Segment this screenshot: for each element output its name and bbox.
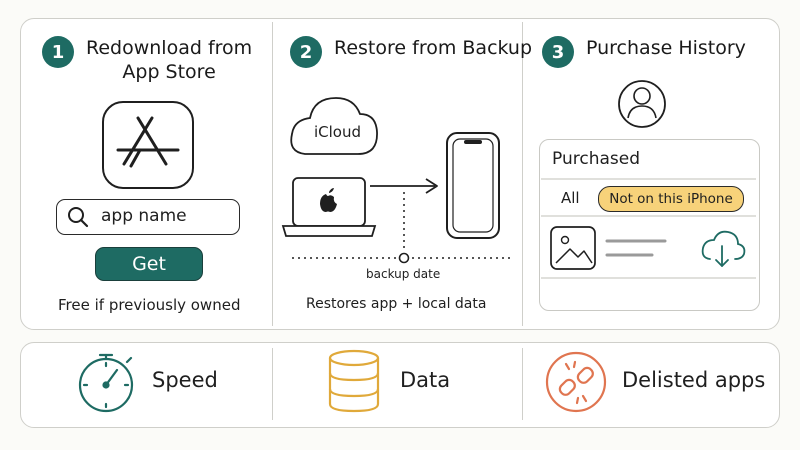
apple-logo-icon	[320, 194, 337, 212]
search-input[interactable]: app name	[56, 199, 240, 235]
search-icon	[68, 207, 89, 228]
step-title: Redownload from App Store	[86, 37, 253, 83]
step-1-caption: Free if previously owned	[58, 296, 241, 314]
divider	[272, 22, 273, 326]
divider	[522, 348, 523, 420]
get-button[interactable]: Get	[95, 247, 203, 281]
cloud-download-icon	[701, 230, 746, 267]
divider	[272, 348, 273, 420]
factor-delisted-label: Delisted apps	[622, 368, 766, 392]
search-value: app name	[101, 206, 187, 226]
step-1-header: 1 Redownload from App Store	[42, 36, 252, 84]
divider	[522, 22, 523, 326]
factors-panel	[20, 342, 780, 428]
cloud-icon	[290, 97, 378, 155]
filter-all[interactable]: All	[561, 189, 580, 207]
phone-icon	[446, 132, 500, 239]
step-2-caption: Restores app + local data	[306, 296, 487, 312]
step-2-header: 2 Restore from Backup	[290, 36, 532, 68]
filter-not-on-iphone[interactable]: Not on this iPhone	[598, 186, 744, 212]
factor-data-label: Data	[400, 368, 451, 392]
timeline-marker	[398, 252, 410, 264]
purchased-title: Purchased	[552, 149, 640, 169]
step-3-header: 3 Purchase History	[542, 36, 746, 68]
database-icon	[328, 349, 380, 413]
broken-link-icon	[545, 351, 607, 413]
purchased-card	[539, 139, 760, 311]
backup-date-label: backup date	[366, 267, 441, 281]
step-number: 2	[290, 36, 322, 68]
step-title: Purchase History	[586, 37, 746, 59]
step-number: 3	[542, 36, 574, 68]
factor-speed-label: Speed	[152, 368, 218, 392]
cloud-label: iCloud	[314, 123, 362, 141]
stopwatch-icon	[78, 353, 134, 413]
step-number: 1	[42, 36, 74, 68]
step-title: Restore from Backup	[334, 37, 533, 59]
